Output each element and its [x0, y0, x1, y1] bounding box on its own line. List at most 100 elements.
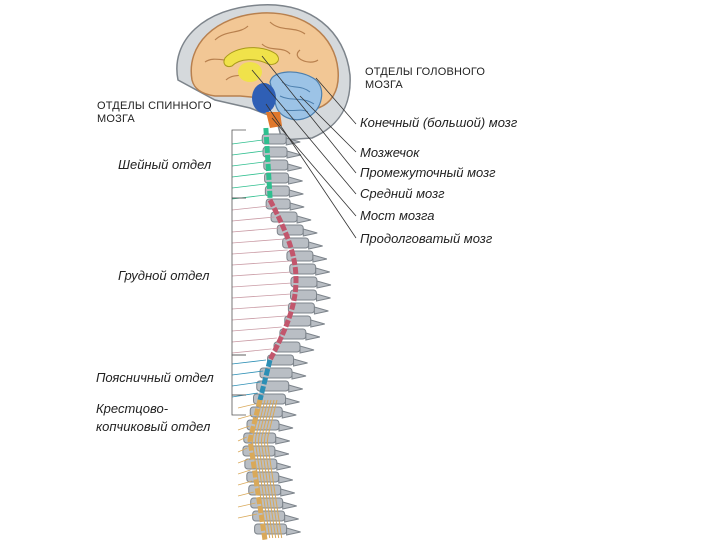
label-sacrococcygeal: Крестцово- копчиковый отдел [96, 400, 210, 436]
nerve-root [231, 359, 267, 365]
section-bracket [231, 197, 246, 356]
label-midbrain: Средний мозг [360, 186, 445, 201]
nerve-root [231, 183, 266, 189]
vertebra-process [289, 202, 305, 211]
thoracic-segment [267, 198, 299, 362]
brain-header-line-2: МОЗГА [365, 79, 403, 91]
spinal-nerves [231, 139, 292, 539]
label-lumbar: Поясничный отдел [96, 370, 214, 385]
nerve-root [237, 502, 256, 508]
nerve-root [231, 293, 292, 299]
midbrain [238, 62, 262, 82]
nerve-root [231, 337, 277, 343]
lumbar-segment [257, 359, 273, 401]
vertebra-process [305, 332, 321, 341]
vertebra-process [278, 423, 294, 432]
cauda-equina-strand [251, 399, 268, 539]
nerve-root [237, 480, 253, 486]
pointer-line [261, 55, 357, 174]
pointer-lines [251, 55, 357, 239]
vertebra-process [286, 150, 302, 159]
label-thoracic: Грудной отдел [118, 268, 210, 283]
nerve-root [231, 348, 272, 354]
nerve-root [237, 491, 254, 497]
label-diencephalon: Промежуточный мозг [360, 165, 496, 180]
label-medulla: Продолговатый мозг [360, 231, 493, 246]
nerve-root [231, 271, 292, 277]
sacral-segment [247, 399, 268, 541]
vertebra-process [287, 163, 302, 172]
pointer-line [251, 69, 357, 195]
nerve-root [237, 436, 247, 442]
section-bracket [231, 394, 246, 416]
label-telencephalon: Конечный (большой) мозг [360, 115, 518, 130]
brainstem [238, 62, 282, 128]
brain-sections-header: ОТДЕЛЫ ГОЛОВНОГО МОЗГА [365, 66, 485, 92]
vertebra-process [312, 254, 328, 263]
vertebra-process [284, 514, 299, 523]
vertebra-process [316, 280, 332, 289]
label-sacro-line-1: Крестцово- [96, 401, 169, 416]
pointer-line [265, 103, 357, 239]
nerve-root [231, 381, 261, 387]
label-cervical: Шейный отдел [118, 157, 212, 172]
nerve-root [237, 447, 248, 453]
label-sacro-line-2: копчиковый отдел [96, 419, 211, 434]
vertebra-process [288, 176, 303, 185]
vertebra-process [286, 527, 301, 536]
vertebra-process [288, 384, 303, 393]
nerve-root [231, 150, 264, 156]
nerve-root [231, 238, 285, 244]
nerve-root [231, 326, 282, 332]
pointer-line [299, 95, 357, 153]
cauda-equina-strand [266, 399, 283, 539]
label-cerebellum: Мозжечок [360, 145, 420, 160]
vertebra-process [275, 436, 290, 445]
section-brackets [231, 129, 246, 416]
cervical-segment [263, 127, 273, 201]
vertebra-process [293, 358, 308, 367]
vertebra-process [310, 319, 325, 328]
nerve-root [231, 304, 289, 310]
nerve-root [231, 315, 286, 321]
vertebra-process [308, 241, 323, 250]
vertebra-process [302, 228, 318, 237]
cauda-equina-strand [257, 399, 274, 539]
pointer-line [315, 77, 357, 125]
vertebra-process [316, 293, 331, 302]
vertebra-process [278, 475, 293, 484]
vertebra-process [315, 267, 330, 276]
cauda-equina-strand [263, 399, 280, 539]
vertebra-process [280, 488, 295, 497]
vertebra-process [285, 397, 300, 406]
medulla [252, 83, 276, 113]
nerve-root [237, 458, 249, 464]
vertebra-process [288, 189, 304, 198]
spinal-cord [247, 127, 299, 541]
nerve-root [231, 227, 280, 233]
nerve-root [231, 282, 292, 288]
nerve-root [231, 172, 265, 178]
brain-header-line-1: ОТДЕЛЫ ГОЛОВНОГО [365, 66, 486, 78]
vertebra-process [299, 345, 315, 354]
vertebra-process [276, 462, 291, 471]
nerve-root [231, 260, 291, 266]
nerve-root [231, 161, 264, 167]
nerve-root [231, 370, 264, 376]
vertebra-process [282, 501, 297, 510]
spinal-sections-header: ОТДЕЛЫ СПИННОГО МОЗГА [97, 100, 212, 126]
label-pons: Мост мозга [360, 208, 435, 223]
nerve-root [237, 425, 250, 431]
nerve-root [231, 205, 270, 211]
vertebra-process [313, 306, 329, 315]
nerve-root [237, 469, 251, 475]
nerve-root [237, 414, 253, 420]
spinal-header-line-1: ОТДЕЛЫ СПИННОГО [97, 100, 212, 112]
cauda-equina-strand [260, 399, 277, 539]
cauda-equina-strand [254, 399, 271, 539]
nerve-root [231, 249, 288, 255]
vertebra-process [281, 410, 297, 419]
nerve-root [237, 513, 258, 519]
